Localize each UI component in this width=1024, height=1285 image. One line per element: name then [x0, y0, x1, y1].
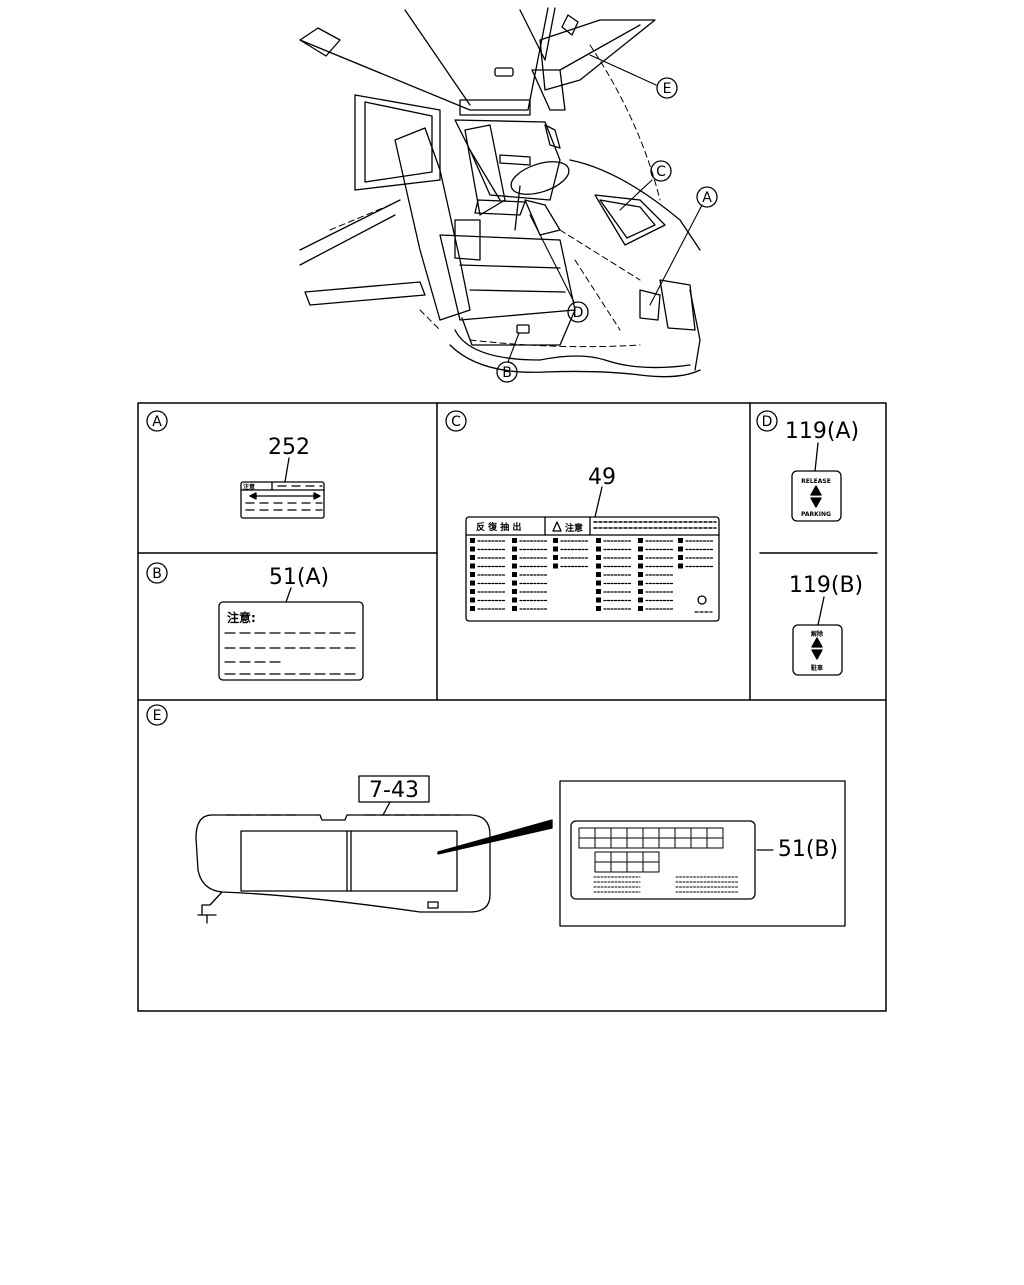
fine-print-bullet — [553, 538, 558, 543]
callout-leaders — [507, 54, 703, 363]
fine-print-bullet — [596, 580, 601, 586]
label-49-rows — [470, 538, 715, 611]
fine-print-bullet — [638, 597, 643, 603]
fine-print-bullet — [638, 580, 643, 586]
fine-print-bullet — [512, 606, 517, 611]
knob-119b-top-text: 解除 — [811, 630, 824, 638]
part-number-49: 49 — [588, 465, 616, 490]
cab-interior-illustration — [299, 7, 701, 378]
fine-print-bullet — [678, 546, 683, 552]
panel-e-letter: E — [153, 708, 162, 724]
part-number-252: 252 — [268, 435, 310, 460]
fine-print-bullet — [638, 563, 643, 569]
label-51b-icon-grid — [578, 827, 739, 893]
reference-number-7-43: 7-43 — [369, 778, 419, 803]
part-number-119b: 119(B) — [789, 573, 863, 598]
label-51a-heading: 注意: — [227, 610, 256, 625]
fine-print-bullet — [470, 597, 475, 603]
callout-c: C — [656, 164, 666, 180]
fine-print-bullet — [638, 589, 643, 594]
fine-print-bullet — [596, 597, 601, 603]
fine-print-bullet — [596, 572, 601, 577]
fine-print-bullet — [470, 580, 475, 586]
fine-print-bullet — [678, 538, 683, 543]
fine-print-bullet — [638, 606, 643, 611]
fine-print-bullet — [638, 546, 643, 552]
panel-b-letter: B — [152, 566, 162, 582]
knob-119a-drawing — [791, 442, 842, 522]
fine-print-bullet — [512, 555, 517, 560]
fine-print-bullet — [512, 538, 517, 543]
part-number-51a: 51(A) — [269, 565, 329, 590]
callout-circles — [496, 77, 718, 383]
label-51b-drawing — [559, 780, 846, 927]
fine-print-bullet — [596, 546, 601, 552]
fine-print-bullet — [596, 606, 601, 611]
fine-print-bullet — [553, 546, 558, 552]
fine-print-bullet — [470, 546, 475, 552]
part-number-119a: 119(A) — [785, 419, 859, 444]
fine-print-bullet — [596, 589, 601, 594]
fine-print-bullet — [678, 563, 683, 569]
knob-119a-top-text: RELEASE — [801, 478, 831, 485]
fine-print-bullet — [553, 563, 558, 569]
label-49-heading-left: 反 復 抽 出 — [476, 521, 521, 533]
part-number-51b: 51(B) — [778, 837, 838, 862]
knob-119b-bottom-text: 駐車 — [811, 664, 823, 672]
fine-print-bullet — [596, 563, 601, 569]
fine-print-bullet — [512, 546, 517, 552]
label-49-heading-right: 注意 — [565, 522, 583, 534]
callout-d: D — [573, 305, 584, 321]
fine-print-bullet — [512, 563, 517, 569]
fine-print-bullet — [512, 589, 517, 594]
fine-print-bullet — [596, 555, 601, 560]
callout-a: A — [702, 190, 712, 206]
callout-b: B — [502, 365, 512, 381]
fine-print-bullet — [553, 555, 558, 560]
panel-d-letter: D — [762, 414, 773, 430]
panel-a-letter: A — [152, 414, 162, 430]
panel-grid — [137, 402, 887, 1012]
fine-print-bullet — [470, 589, 475, 594]
fine-print-bullet — [512, 580, 517, 586]
fine-print-bullet — [638, 538, 643, 543]
fine-print-bullet — [596, 538, 601, 543]
knob-119a-bottom-text: PARKING — [801, 511, 831, 518]
fine-print-bullet — [638, 555, 643, 560]
fine-print-bullet — [512, 572, 517, 577]
fine-print-bullet — [512, 597, 517, 603]
fine-print-bullet — [470, 572, 475, 577]
fine-print-bullet — [470, 555, 475, 560]
callout-e: E — [663, 81, 672, 97]
label-51a-drawing — [218, 587, 364, 681]
label-252-heading: 注意 — [243, 483, 255, 491]
fine-print-bullet — [678, 555, 683, 560]
knob-119b-drawing — [792, 596, 843, 676]
fine-print-bullet — [638, 572, 643, 577]
sun-visor-drawing — [195, 775, 491, 924]
label-252-drawing — [240, 457, 325, 519]
zoom-wedge — [437, 819, 553, 855]
panel-c-letter: C — [451, 414, 461, 430]
fine-print-bullet — [470, 606, 475, 611]
panel-letter-circles — [146, 410, 778, 726]
fine-print-bullet — [470, 538, 475, 543]
fine-print-bullet — [470, 563, 475, 569]
label-49-drawing — [465, 486, 720, 622]
